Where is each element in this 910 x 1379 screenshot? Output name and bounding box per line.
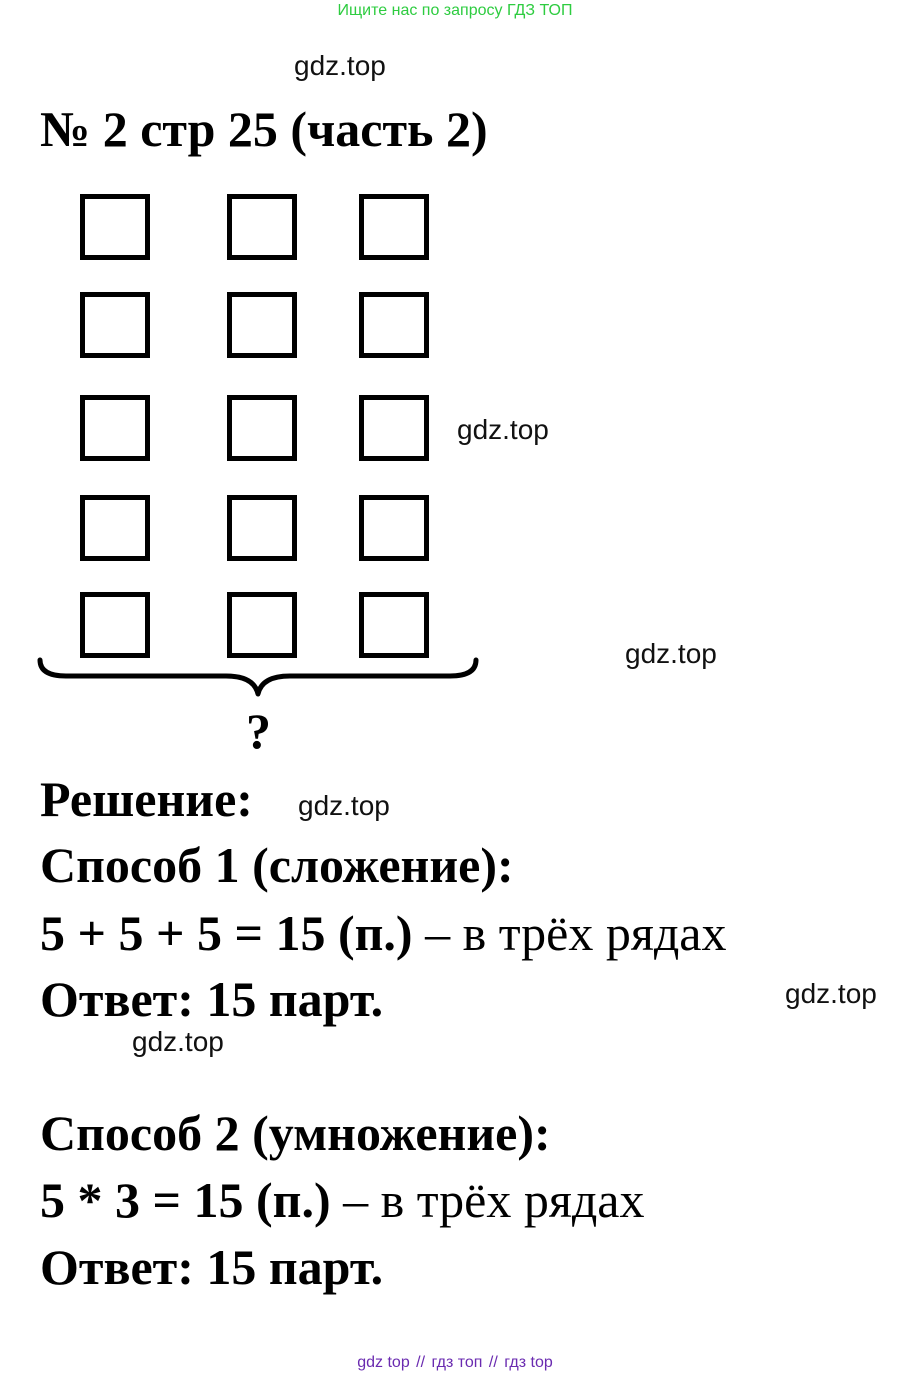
watermark: gdz.top [457, 414, 549, 445]
method2-heading: Способ 2 (умножение): [40, 1105, 551, 1161]
watermark: gdz.top [132, 1026, 224, 1057]
method2-equation: 5 * 3 = 15 (п.) [40, 1172, 331, 1228]
footer-separator: // [488, 1354, 498, 1371]
watermark: gdz.top [294, 50, 386, 81]
watermark: gdz.top [785, 978, 877, 1009]
footer-separator: // [416, 1354, 426, 1371]
curly-brace [37, 657, 479, 697]
method1-answer: Ответ: 15 парт. [40, 971, 384, 1027]
desk-square [227, 495, 297, 561]
desk-square [359, 592, 429, 658]
desk-square [80, 495, 150, 561]
solution-heading: Решение: [40, 771, 253, 827]
watermark: gdz.top [625, 638, 717, 669]
desk-square [80, 194, 150, 260]
desk-square [359, 395, 429, 461]
method2-note: – в трёх рядах [330, 1172, 645, 1228]
desk-square [80, 292, 150, 358]
desk-square [359, 194, 429, 260]
desk-square [227, 194, 297, 260]
desk-square [227, 292, 297, 358]
footer-link[interactable]: гдз топ [431, 1354, 483, 1371]
desk-square [80, 592, 150, 658]
desk-square [227, 395, 297, 461]
method2-answer: Ответ: 15 парт. [40, 1239, 384, 1295]
method1-equation: 5 + 5 + 5 = 15 (п.) [40, 905, 413, 961]
watermark: gdz.top [298, 790, 390, 821]
method1-equation-line: 5 + 5 + 5 = 15 (п.) – в трёх рядах [40, 908, 727, 958]
method2-equation-line: 5 * 3 = 15 (п.) – в трёх рядах [40, 1175, 645, 1225]
footer-link[interactable]: гдз top [504, 1354, 553, 1371]
footer-link[interactable]: gdz top [357, 1354, 410, 1371]
question-mark: ? [246, 703, 271, 759]
method1-note: – в трёх рядах [412, 905, 727, 961]
page-title: № 2 стр 25 (часть 2) [40, 101, 488, 157]
desk-square [359, 292, 429, 358]
desk-square [80, 395, 150, 461]
footer-links: gdz top // гдз топ // гдз top [0, 1354, 910, 1372]
method1-heading: Способ 1 (сложение): [40, 837, 514, 893]
search-banner: Ищите нас по запросу ГДЗ ТОП [337, 2, 573, 19]
desk-square [359, 495, 429, 561]
desk-square [227, 592, 297, 658]
